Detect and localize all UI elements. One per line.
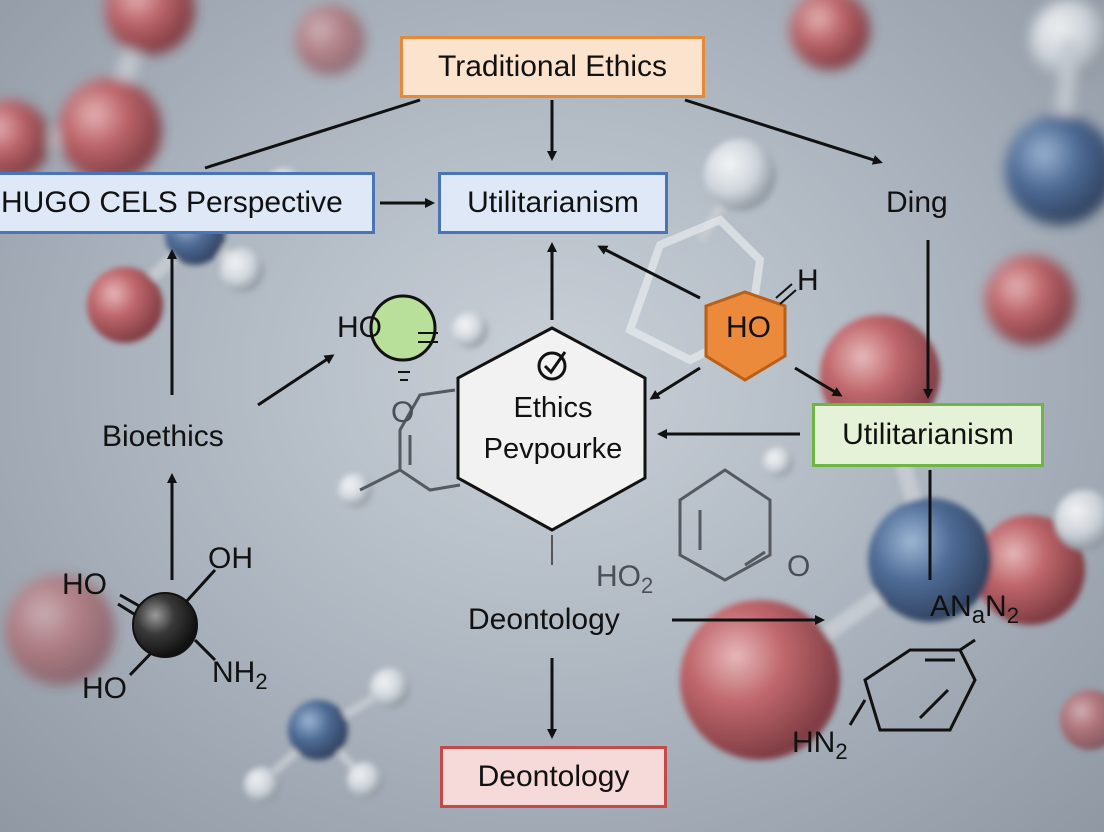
node-utilitarianism-top: Utilitarianism [438, 172, 668, 234]
chem-an-subscript-2: 2 [1006, 603, 1019, 628]
chem-hn2: HN2 [792, 726, 848, 765]
chem-ho-left-top: HO [62, 568, 107, 601]
chem-ho-orange: HO [726, 311, 771, 344]
chem-hn2-subscript: 2 [835, 739, 848, 764]
hexagon-label-line1: Ethics [513, 392, 593, 424]
chem-hn2-main: HN [792, 726, 836, 759]
ethics-hexagon [456, 326, 647, 565]
chem-an-n: N [985, 590, 1007, 623]
chem-an2-right: ANaN2 [930, 590, 1019, 630]
node-deontology-mid: Deontology [468, 603, 620, 636]
node-traditional-ethics: Traditional Ethics [400, 36, 705, 98]
arrows [167, 98, 933, 739]
chem-o-mid: O [391, 396, 415, 429]
chem-o-right: O [787, 550, 811, 583]
node-bioethics: Bioethics [102, 420, 224, 453]
skeletal-structures [359, 388, 772, 582]
chem-ho-green: HO [337, 311, 382, 344]
chem-nh2: NH2 [212, 656, 268, 695]
chem-nh2-subscript: 2 [255, 669, 268, 694]
chem-nh2-main: NH [212, 656, 256, 689]
amine-ring [848, 638, 977, 732]
green-atom [369, 294, 438, 381]
node-utilitarianism-right: Utilitarianism [812, 403, 1044, 467]
node-deontology-bottom: Deontology [440, 746, 667, 808]
chem-h-orange: H [797, 264, 819, 297]
node-ding: Ding [886, 186, 948, 219]
hexagon-label-line2: Pevpourke [483, 433, 623, 465]
chem-an-main: AN [930, 590, 972, 623]
chem-an-subscript-a: a [971, 602, 986, 629]
black-atom-molecule [117, 568, 217, 677]
checkmark-circle-icon [537, 351, 567, 381]
orange-hexagon [704, 283, 797, 382]
chem-ho2-subscript: 2 [641, 573, 654, 598]
connector-lines [204, 98, 932, 580]
node-hugo-cels-perspective: HUGO CELS Perspective [0, 172, 375, 234]
chem-oh-left: OH [208, 542, 253, 575]
chem-ho2-main: HO [596, 560, 641, 593]
background-molecules [0, 0, 1104, 803]
chem-ho2-mid: HO2 [596, 560, 653, 599]
chem-ho-left-bottom: HO [82, 672, 127, 705]
